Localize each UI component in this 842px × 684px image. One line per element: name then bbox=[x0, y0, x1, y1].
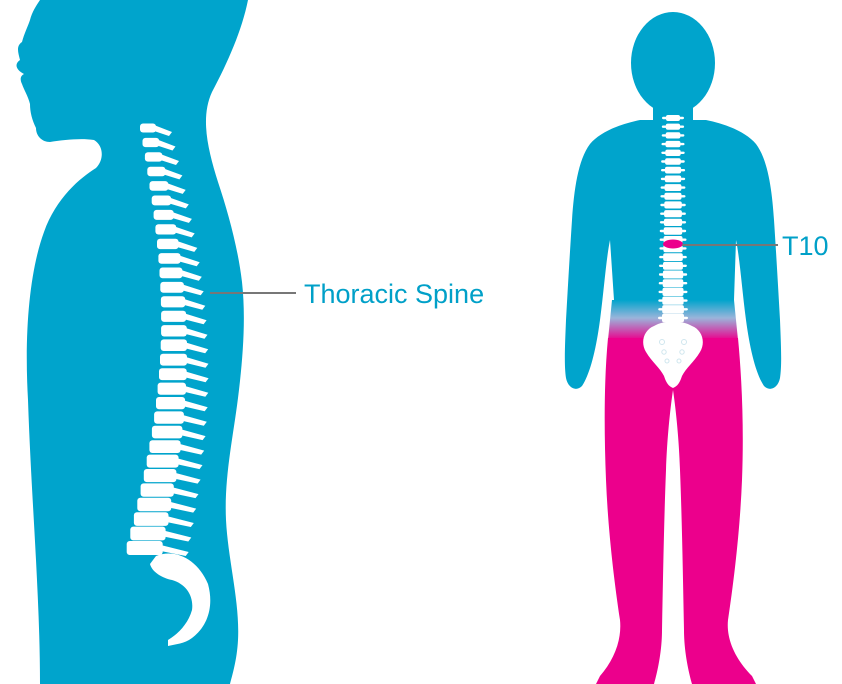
side-vertebra bbox=[161, 296, 185, 307]
front-transverse-process bbox=[660, 221, 686, 223]
side-vertebra bbox=[152, 426, 183, 439]
front-transverse-process bbox=[658, 317, 688, 319]
side-body-silhouette bbox=[17, 0, 248, 684]
side-vertebra bbox=[150, 181, 169, 191]
front-transverse-process bbox=[659, 291, 688, 293]
side-vertebra bbox=[157, 239, 179, 249]
side-vertebra bbox=[160, 282, 184, 293]
thoracic-spine-label: Thoracic Spine bbox=[304, 279, 484, 309]
side-vertebra bbox=[143, 138, 160, 147]
side-vertebra bbox=[147, 455, 179, 468]
side-vertebra bbox=[161, 311, 186, 322]
front-transverse-process bbox=[660, 213, 686, 215]
side-vertebra bbox=[158, 383, 186, 395]
side-vertebra bbox=[145, 152, 162, 161]
side-vertebra bbox=[159, 368, 187, 380]
side-vertebra bbox=[158, 253, 180, 264]
side-vertebra bbox=[156, 397, 185, 409]
side-vertebra bbox=[147, 167, 165, 177]
t10-vertebra-highlight bbox=[663, 240, 683, 249]
front-transverse-process bbox=[659, 273, 687, 275]
t10-label: T10 bbox=[782, 231, 829, 261]
front-transverse-process bbox=[658, 299, 687, 301]
side-vertebra bbox=[144, 469, 177, 482]
side-vertebra bbox=[160, 268, 183, 279]
front-transverse-process bbox=[662, 117, 684, 119]
side-vertebra bbox=[130, 527, 165, 541]
side-vertebra bbox=[134, 512, 169, 526]
side-vertebra bbox=[152, 196, 171, 206]
front-transverse-process bbox=[661, 186, 686, 188]
side-vertebra bbox=[149, 440, 180, 453]
side-vertebra bbox=[141, 483, 174, 496]
front-transverse-process bbox=[660, 204, 686, 206]
front-transverse-process bbox=[659, 265, 687, 267]
side-vertebra bbox=[161, 339, 187, 351]
side-vertebra bbox=[161, 325, 187, 336]
side-vertebra bbox=[137, 498, 171, 512]
front-transverse-process bbox=[661, 160, 685, 162]
front-legs-affected-area bbox=[596, 338, 756, 684]
side-vertebra bbox=[154, 210, 174, 220]
side-vertebra bbox=[155, 224, 176, 234]
side-vertebra bbox=[127, 541, 163, 555]
front-transverse-process bbox=[660, 195, 685, 197]
front-transverse-process bbox=[662, 126, 684, 128]
front-transverse-process bbox=[662, 134, 685, 136]
front-transverse-process bbox=[660, 230, 687, 232]
front-transverse-process bbox=[659, 256, 687, 258]
front-transverse-process bbox=[662, 143, 685, 145]
front-transverse-process bbox=[659, 282, 688, 284]
side-view-figure bbox=[17, 0, 248, 684]
side-vertebra bbox=[160, 354, 187, 366]
front-transverse-process bbox=[661, 169, 685, 171]
side-vertebra bbox=[140, 124, 156, 133]
front-transverse-process bbox=[661, 178, 685, 180]
side-vertebra bbox=[154, 411, 184, 423]
front-transverse-process bbox=[658, 308, 688, 310]
front-transverse-process bbox=[661, 152, 684, 154]
front-head bbox=[631, 12, 715, 114]
